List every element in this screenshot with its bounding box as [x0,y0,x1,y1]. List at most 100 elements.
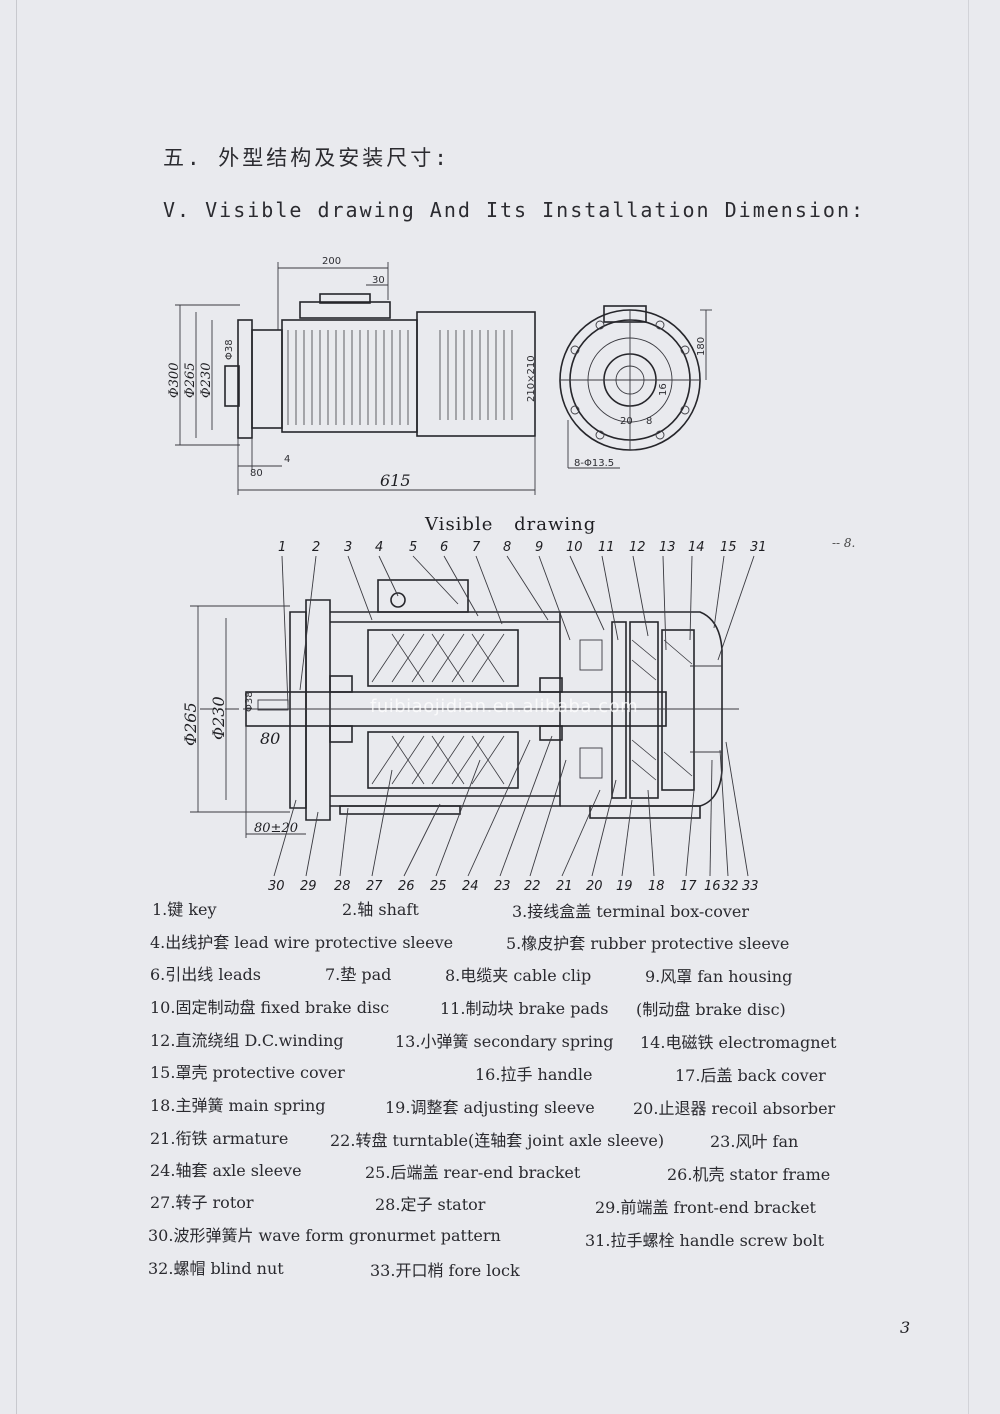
leader-line [506,555,549,621]
legend-item: 12.直流绕组 D.C.winding [150,1031,344,1050]
callout-number: 8 [503,540,511,555]
leader-line [305,811,319,877]
legend-item: (制动盘 brake disc) [636,1000,786,1019]
leader-line [371,769,393,877]
leader-line [467,739,531,877]
dim-80: 80 [250,468,263,479]
leader-line [717,555,755,661]
leader-line [569,555,605,631]
callout-number: 33 [742,879,759,894]
sec-dim-80: 80 [260,729,280,748]
leader-line [621,799,633,877]
dim-8: 8 [646,416,652,427]
leader-line [347,555,373,621]
dim-30: 30 [372,275,385,286]
legend-item: 16.拉手 handle [475,1065,593,1084]
leader-line [339,807,349,877]
callout-number: 26 [398,879,415,894]
page-number: 3 [900,1318,911,1337]
callout-number: 5 [409,540,417,555]
callout-number: 6 [440,540,448,555]
legend-item: 32.螺帽 blind nut [148,1259,284,1278]
legend-item: 8.电缆夹 cable clip [445,966,592,985]
leader-line [378,555,399,597]
dim-d38: Φ38 [224,339,235,360]
callout-number: 13 [659,540,676,555]
dim-20: 20 [620,416,633,427]
leader-line [685,789,695,877]
section-drawing: Φ265 Φ230 Φ38 80 80±20 [181,579,740,838]
leader-line [709,759,713,877]
callout-number: 10 [566,540,583,555]
callout-number: 32 [722,879,739,894]
end-view-drawing: 180 20 8 16 8-Φ13.5 [559,305,712,469]
leader-line [538,555,571,641]
dim-holes: 8-Φ13.5 [574,458,614,469]
corner-mark: -- 8. [832,536,856,550]
legend-item: 25.后端盖 rear-end bracket [365,1163,581,1182]
legend-item: 10.固定制动盘 fixed brake disc [150,998,390,1017]
leader-line [719,749,729,877]
legend-item: 21.衔铁 armature [150,1129,289,1148]
leader-line [647,789,655,877]
legend-item: 20.止退器 recoil absorber [633,1099,836,1118]
legend-item: 22.转盘 turntable(连轴套 joint axle sleeve) [330,1131,665,1150]
leader-line [499,735,553,877]
callout-number: 14 [688,540,705,555]
leader-line [561,789,601,877]
sec-dim-d265: Φ265 [181,702,200,746]
callout-number: 20 [586,879,603,894]
leader-line [443,555,479,617]
legend-item: 28.定子 stator [375,1195,486,1214]
leader-line [601,555,619,641]
callout-number: 17 [680,879,697,894]
callout-number: 24 [462,879,479,894]
leader-line [689,555,693,641]
legend-item: 14.电磁铁 electromagnet [640,1033,837,1052]
dim-615: 615 [380,471,411,490]
legend-item: 33.开口梢 fore lock [370,1261,520,1280]
legend-item: 11.制动块 brake pads [440,999,609,1018]
leader-line [299,555,317,691]
callout-number: 23 [494,879,511,894]
callout-number: 31 [750,540,767,555]
callout-number: 22 [524,879,541,894]
legend-item: 13.小弹簧 secondary spring [395,1032,614,1051]
sec-dim-d230: Φ230 [209,696,228,740]
legend-item: 15.罩壳 protective cover [150,1063,345,1082]
callout-number: 15 [720,540,737,555]
callout-number: 2 [312,540,320,555]
callout-number: 27 [366,879,383,894]
dim-180: 180 [696,337,707,356]
callout-number: 9 [535,540,543,555]
callout-number: 1 [278,540,286,555]
legend-item: 1.键 key [152,900,217,919]
leader-line [412,555,459,605]
leader-line [475,555,503,625]
callout-number: 21 [556,879,573,894]
legend-item: 18.主弹簧 main spring [150,1096,326,1115]
legend-item: 9.风罩 fan housing [645,967,793,986]
legend-item: 30.波形弹簧片 wave form gronurmet pattern [148,1226,501,1245]
callout-number: 19 [616,879,633,894]
callout-number: 16 [704,879,721,894]
leader-line [725,741,749,877]
dim-d300: Φ300 [167,363,182,398]
legend-item: 4.出线护套 lead wire protective sleeve [150,933,454,952]
callout-number: 12 [629,540,646,555]
leader-line [281,555,289,706]
leader-line [713,555,725,629]
legend-item: 27.转子 rotor [150,1193,254,1212]
dim-200: 200 [322,256,341,267]
leader-line [591,779,617,877]
leader-line [403,803,441,877]
legend-item: 23.风叶 fan [710,1132,799,1151]
legend-item: 17.后盖 back cover [675,1066,826,1085]
callout-number: 7 [472,540,481,555]
callout-number: 11 [598,540,615,555]
drawing-caption: Visible drawing [425,514,597,535]
legend-item: 5.橡皮护套 rubber protective sleeve [506,934,790,953]
legend-item: 2.轴 shaft [342,900,419,919]
